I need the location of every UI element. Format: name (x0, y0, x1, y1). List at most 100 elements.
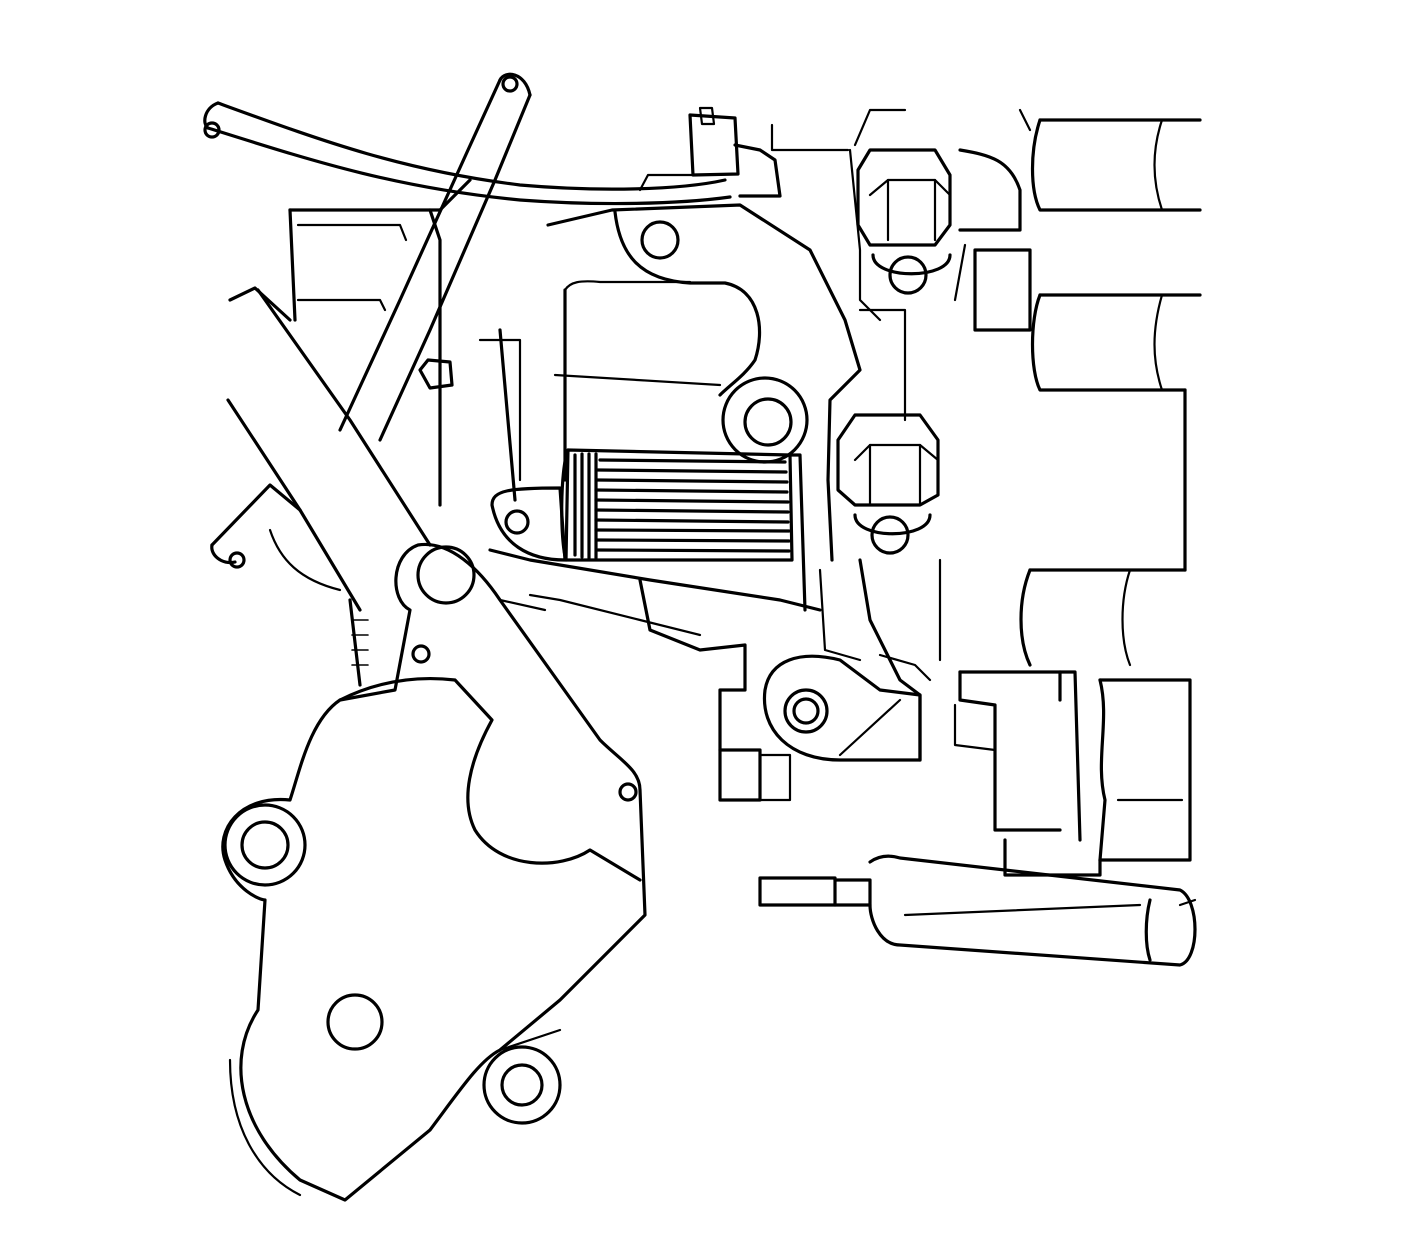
bolt-head (856, 148, 952, 247)
bracket-top-ledge (770, 123, 850, 152)
block-lobe-line (1153, 118, 1164, 212)
shaft-body (868, 854, 1197, 967)
lever-hub (762, 654, 922, 762)
strut-foot-hole (228, 551, 246, 569)
assembly-seam (1098, 678, 1107, 862)
bracket-outline (546, 203, 862, 562)
plate-boss-left (223, 803, 307, 887)
bracket-hole-upper (640, 220, 680, 260)
housing-left-edge (288, 208, 297, 322)
plate-boss-left-hole (240, 820, 290, 870)
lower-cover-plate (221, 542, 647, 1202)
assembly-ledge (953, 703, 997, 752)
assembly-gap (1058, 670, 1082, 842)
bracket-rib (553, 373, 722, 387)
bolt-hex-face (868, 178, 952, 197)
engine-block-housing (858, 108, 1202, 762)
filter-body (564, 448, 794, 562)
block-bolt-channel (858, 308, 907, 422)
hex-bolt-upper (853, 108, 952, 295)
hose-clip-tab (698, 106, 716, 126)
block-lower-curve (1019, 568, 1032, 667)
bolt-hex-face (853, 443, 940, 462)
bracket-top-step (638, 173, 702, 192)
lever-back-edge (878, 653, 932, 682)
lever-foot-inner (758, 753, 792, 802)
lever-link (818, 568, 862, 662)
plate-lower-lip (498, 998, 562, 1052)
bracket-inner-top (563, 280, 692, 292)
lever-arm (638, 578, 747, 752)
connecting-lines (498, 123, 932, 682)
plate-pin-small (411, 644, 431, 664)
assembly-right-block (1098, 678, 1192, 862)
block-pad (973, 248, 1032, 332)
lever-hub-edge (838, 698, 902, 757)
vent-hose (203, 101, 782, 206)
bracket-right-wall (848, 148, 882, 322)
shaft-slot (903, 903, 1142, 917)
pivot-lever (638, 568, 922, 802)
block-lower-curve-2 (1121, 568, 1132, 667)
bolt-shank (870, 515, 910, 555)
filter-mount-rail (488, 548, 822, 612)
hex-bolt-lower (836, 413, 940, 555)
lever-pivot-inner (792, 697, 820, 725)
housing-outline (288, 208, 442, 507)
bolt-shank (888, 255, 928, 295)
bolt-washer (871, 253, 952, 276)
strut-foot (210, 483, 302, 547)
bolt-hex-edges (886, 178, 937, 242)
block-pad-edge (953, 243, 967, 302)
strut-curve (268, 528, 342, 592)
shaft-end-ring (1144, 898, 1152, 962)
bracket-cutout (613, 210, 762, 397)
side-shaft (758, 854, 1197, 967)
rail-lower (528, 593, 702, 637)
bolt-hex-edges (868, 443, 922, 507)
hose-fitting (733, 143, 782, 198)
filter-ear-hole (504, 509, 530, 535)
bolt-washer (853, 513, 932, 536)
bolt-boss-edge (853, 108, 907, 147)
block-lobe-line-2 (1153, 293, 1164, 392)
strut-inner (256, 288, 432, 547)
hose-upper-edge (216, 101, 727, 191)
bracket-web (478, 338, 522, 482)
shaft-collar (833, 878, 872, 907)
plate-lower-shadow (228, 1058, 302, 1197)
plate-pin-right (618, 782, 638, 802)
pipe-top-end (498, 72, 532, 97)
small-nut (418, 358, 454, 390)
housing-top-link (428, 178, 472, 212)
plate-center-hole (326, 993, 384, 1051)
hose-clip (688, 113, 740, 177)
plate-hole-top (416, 545, 476, 605)
pipe-opening (501, 75, 519, 93)
block-middle-lobe (1030, 293, 1187, 392)
filter-strap (788, 453, 807, 612)
rail-lower-stub (498, 598, 547, 612)
bracket-boss-hole (743, 397, 793, 447)
hose-end-opening (203, 121, 221, 139)
stud (348, 598, 362, 687)
block-notch (1018, 108, 1032, 132)
filter-end-cap (560, 448, 570, 562)
bracket-web-edge (498, 328, 517, 502)
block-upper-lobe (1030, 118, 1202, 212)
plate-raised-edge (338, 677, 642, 882)
left-housing (210, 178, 472, 687)
assembly-left-step (958, 670, 1062, 832)
shaft-end-tick (1178, 898, 1197, 907)
filter-pleats (573, 452, 791, 560)
housing-flange (228, 286, 292, 322)
plate-boss-right-hole (500, 1063, 544, 1107)
block-upper-step (958, 148, 1022, 232)
plate-boss-right (482, 1045, 562, 1125)
cylindrical-filter (488, 448, 822, 612)
pipe-right-edge (378, 93, 532, 442)
plate-outline (221, 542, 647, 1202)
housing-rib (296, 298, 387, 312)
